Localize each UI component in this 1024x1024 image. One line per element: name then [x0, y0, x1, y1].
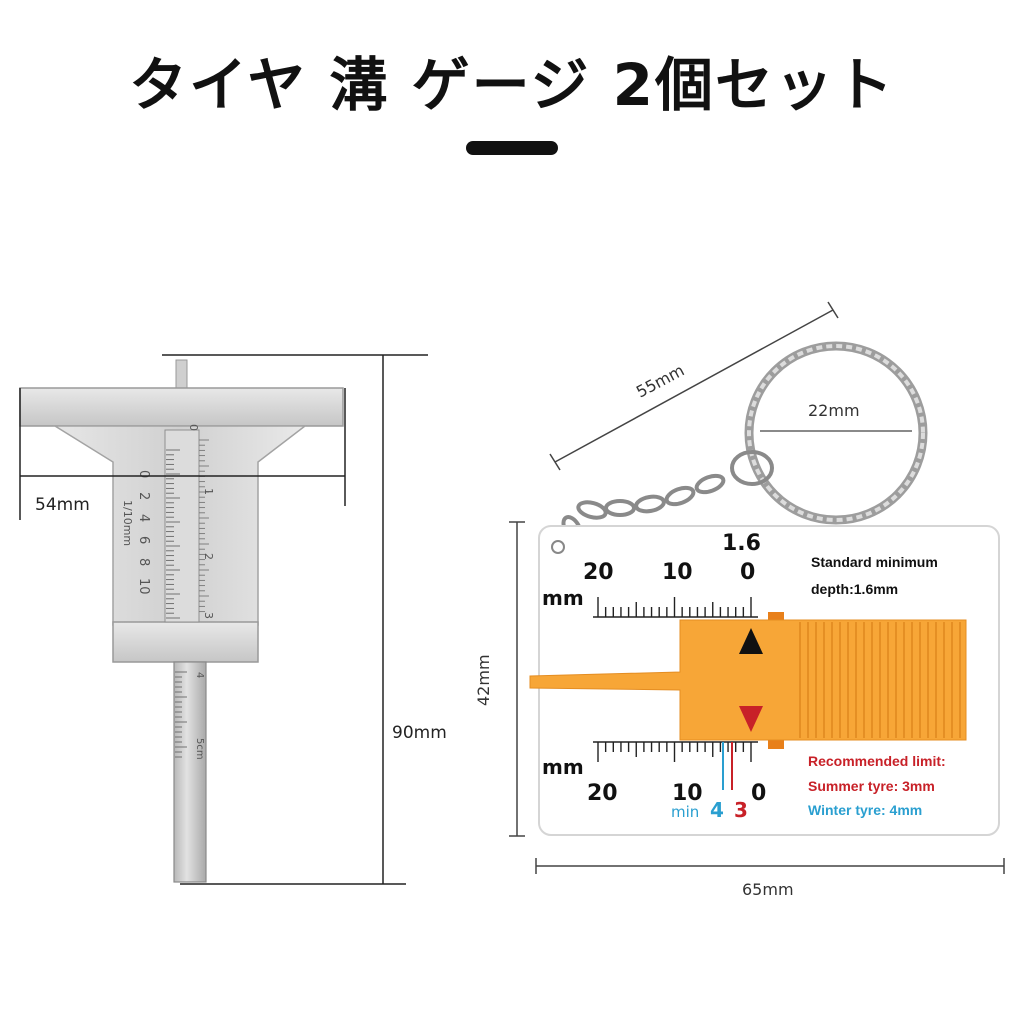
gauge-pin	[175, 359, 188, 391]
card-width-label: 65mm	[742, 880, 794, 899]
min-label: min	[671, 803, 699, 821]
length-label: 55mm	[633, 361, 687, 402]
card-hole	[551, 540, 565, 554]
bottom-scale-unit: mm	[542, 755, 584, 779]
stem-ticks	[175, 671, 187, 758]
blade-number: 2	[202, 553, 215, 560]
summer-mark: 3	[734, 798, 748, 822]
bottom-scale: mm 20 10 0 min 4 3	[542, 741, 766, 822]
blade-number: 0	[187, 424, 200, 431]
page-title: タイヤ 溝 ゲージ 2個セット	[128, 51, 896, 119]
scale-number: 0	[136, 470, 151, 478]
scale-number: 4	[136, 514, 151, 522]
gauge-top-bar	[19, 387, 344, 427]
title-underline	[466, 141, 558, 155]
orange-slider[interactable]	[529, 612, 967, 749]
blade-number: 3	[202, 612, 215, 619]
gauge-slider-blade	[164, 429, 200, 623]
top-scale: mm 20 10 0 1.6	[542, 531, 761, 618]
scale-number: 2	[136, 492, 151, 500]
standard-text-line1: Standard minimum	[811, 554, 938, 570]
winter-mark: 4	[710, 798, 724, 822]
scale-number: 6	[136, 536, 151, 544]
top-scale-unit: mm	[542, 586, 584, 610]
depth-arrow-up	[739, 628, 763, 654]
scale-number: 8	[136, 558, 151, 566]
right-dimension-lines	[509, 521, 1005, 874]
bottom-scale-20: 20	[587, 781, 618, 806]
winter-text: Winter tyre: 4mm	[808, 802, 922, 818]
width-label: 54mm	[35, 495, 90, 515]
gauge-slide-collar	[112, 621, 259, 663]
summer-text: Summer tyre: 3mm	[808, 778, 935, 794]
bottom-scale-0: 0	[751, 781, 766, 806]
length-dimension	[549, 301, 839, 471]
top-scale-10: 10	[662, 560, 693, 585]
top-scale-0: 0	[740, 560, 755, 585]
blade-number: 1	[202, 488, 215, 495]
height-label: 90mm	[392, 723, 447, 743]
stem-number: 4	[194, 672, 205, 678]
key-chain	[561, 450, 774, 541]
slider-ticks	[166, 449, 180, 619]
card-height-label: 42mm	[474, 654, 493, 706]
unit-label: 1/10mm	[121, 500, 134, 546]
recommended-text: Recommended limit:	[808, 753, 946, 769]
left-dimension-lines	[19, 354, 428, 885]
stem-number: 5cm	[194, 738, 205, 760]
bottom-scale-10: 10	[672, 781, 703, 806]
depth-arrow-down	[739, 706, 763, 732]
standard-text-line2: depth:1.6mm	[811, 581, 898, 597]
scale-number: 10	[136, 578, 151, 595]
top-scale-marker: 1.6	[722, 531, 761, 556]
steel-tread-gauge: 0 2 4 6 8 10 1/10mm 0 1 2 3 4 5cm	[19, 359, 344, 883]
gauge-stem	[173, 661, 207, 883]
key-ring	[744, 341, 928, 525]
ring-label: 22mm	[808, 401, 860, 420]
top-scale-20: 20	[583, 560, 614, 585]
